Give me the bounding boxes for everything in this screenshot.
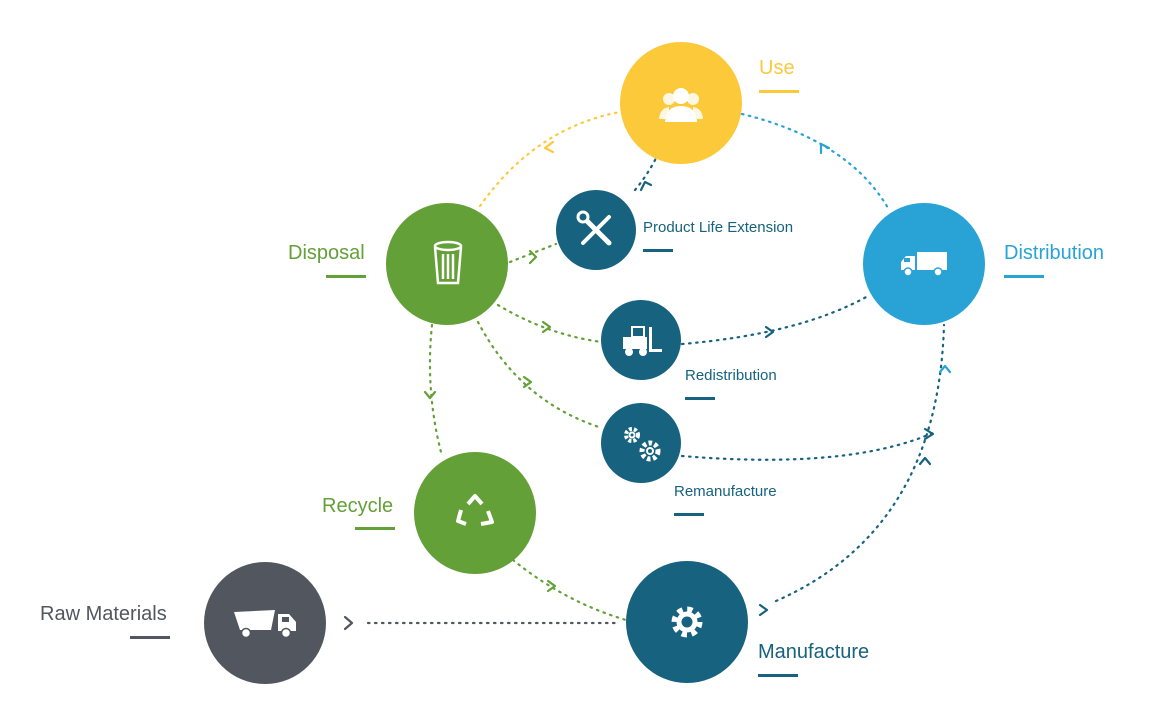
chevron-to-manufacture-green xyxy=(546,579,557,593)
distribution-underline xyxy=(1004,275,1044,278)
connector-disposal-use xyxy=(478,110,622,208)
connector-disposal-life-extension xyxy=(508,242,558,264)
distribution-label: Distribution xyxy=(1004,242,1105,264)
connector-remanufacture-distribution xyxy=(680,430,937,461)
distribution-node[interactable] xyxy=(863,203,985,325)
connector-disposal-redistribution xyxy=(496,303,604,344)
disposal-node[interactable] xyxy=(386,203,508,325)
recycle-underline xyxy=(355,527,395,530)
chevron-from-manufacture xyxy=(758,603,769,617)
recycle-node[interactable] xyxy=(414,452,536,574)
redistribution-node[interactable] xyxy=(601,300,681,380)
connector-distribution-use xyxy=(740,112,890,210)
connector-recycle-manufacture xyxy=(511,558,628,622)
gears-icon xyxy=(624,427,661,462)
chevron-to-use-from-extension xyxy=(639,180,653,192)
redistribution-underline xyxy=(685,397,715,400)
wrench-screwdriver-icon xyxy=(576,210,612,246)
recycle-circle xyxy=(414,452,536,574)
trash-bin-icon xyxy=(433,240,463,285)
chevron-up-2 xyxy=(938,364,952,374)
disposal-underline xyxy=(326,275,366,278)
product-life-extension-label: Product Life Extension xyxy=(643,219,794,236)
chevron-to-distribution-reman xyxy=(923,427,935,441)
disposal-label: Disposal xyxy=(288,242,365,264)
manufacture-label: Manufacture xyxy=(758,641,870,663)
chevron-from-distribution xyxy=(819,142,831,155)
chevron-to-redistribution xyxy=(541,320,552,334)
manufacture-node[interactable] xyxy=(626,561,748,683)
raw-materials-node[interactable] xyxy=(204,562,326,684)
chevron-up-1 xyxy=(918,456,932,466)
chevron-raw xyxy=(343,615,354,631)
chevron-to-distribution-redist xyxy=(764,325,775,339)
forklift-icon xyxy=(623,326,662,356)
manufacture-circle xyxy=(626,561,748,683)
truck-icon xyxy=(901,252,947,277)
remanufacture-circle xyxy=(601,403,681,483)
remanufacture-node[interactable] xyxy=(601,403,681,483)
connector-redistribution-distribution xyxy=(680,294,870,346)
manufacture-underline xyxy=(758,674,798,677)
product-life-extension-node[interactable] xyxy=(556,190,636,270)
product-life-extension-underline xyxy=(643,249,673,252)
use-underline xyxy=(759,90,799,93)
use-node[interactable] xyxy=(620,42,742,164)
chevron-to-remanufacture xyxy=(522,375,533,389)
recycle-icon xyxy=(456,494,494,526)
chevron-to-use xyxy=(543,140,555,154)
dump-truck-icon xyxy=(234,610,296,639)
chevron-to-life-extension xyxy=(528,249,538,265)
people-icon xyxy=(659,88,703,122)
gear-icon xyxy=(671,606,703,638)
raw-materials-underline xyxy=(130,636,170,639)
connector-disposal-recycle xyxy=(428,323,444,458)
remanufacture-label: Remanufacture xyxy=(674,483,777,500)
use-label: Use xyxy=(759,57,795,79)
recycle-label: Recycle xyxy=(322,495,394,517)
connector-manufacture-distribution xyxy=(774,323,946,603)
chevron-to-recycle xyxy=(423,390,437,400)
raw-materials-label: Raw Materials xyxy=(40,603,167,625)
redistribution-label: Redistribution xyxy=(685,367,777,384)
remanufacture-underline xyxy=(674,513,704,516)
connector-disposal-remanufacture xyxy=(476,320,604,430)
